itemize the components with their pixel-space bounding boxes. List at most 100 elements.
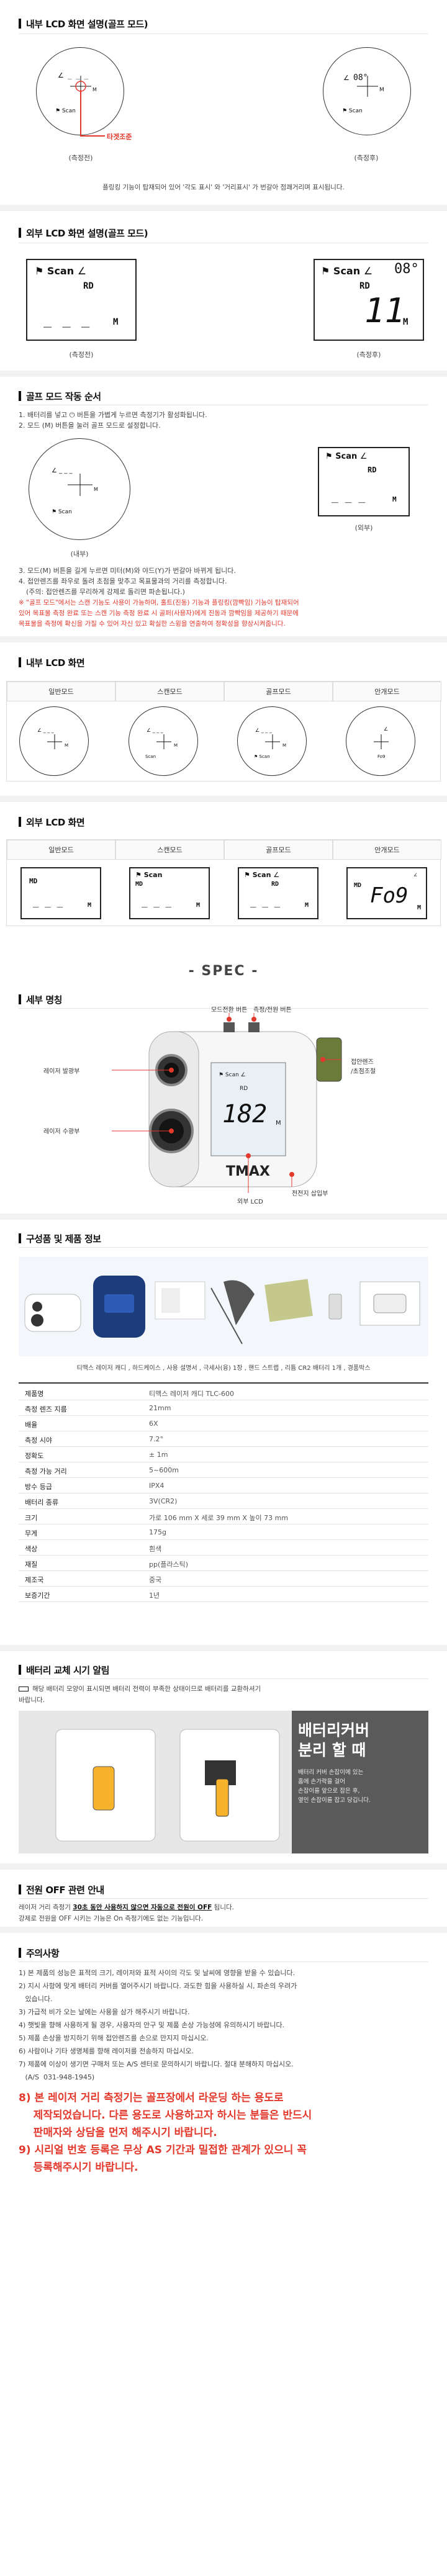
- scope-view-after: ∠ 08° M ⚑ Scan: [323, 47, 411, 135]
- spec-row: 제조국 중국: [19, 1571, 428, 1587]
- poweroff-line-1-bold: 30초 동안 사용하지 않으면 자동으로 전원이 OFF: [73, 1904, 212, 1911]
- mode-header-fog: 안개모드: [333, 840, 441, 860]
- mode-header-scan: 스캔모드: [115, 840, 224, 860]
- svg-text:∠: ∠: [58, 71, 64, 79]
- unit-m: M: [113, 317, 119, 327]
- outer-mode-table: 일반모드 스캔모드 골프모드 안개모드 MD _ _ _ M ⚑ Scan MD…: [6, 839, 441, 926]
- section-title: 외부 LCD 화면 설명(골프 모드): [19, 227, 148, 240]
- scan-indicator: Scan: [252, 871, 271, 879]
- package-items-text: 티맥스 레이저 캐디 , 하드케이스 , 사용 설명서 , 극세사(융) 1장 …: [76, 1365, 371, 1372]
- section-title: 배터리 교체 시기 알림: [19, 1664, 109, 1677]
- spec-value: 5~600m: [149, 1466, 179, 1474]
- section-inner-lcd-modes: 내부 LCD 화면 일반모드 스캔모드 골프모드 안개모드 ∠ _ _ _M ∠…: [0, 642, 447, 791]
- svg-text:M: M: [379, 87, 384, 93]
- degree-sign: °: [410, 261, 419, 277]
- step-2: 2. 모드 (M) 버튼을 눌러 골프 모드로 설정합니다.: [19, 421, 161, 430]
- caution-red-item: 9) 시리얼 번호 등록은 무상 AS 기간과 밀접한 관계가 있으니 꼭: [19, 2144, 307, 2156]
- svg-text:M: M: [93, 87, 97, 92]
- rd-indicator: RD: [368, 466, 377, 474]
- spec-key: 측정 가능 거리: [25, 1467, 67, 1475]
- section-title: 골프 모드 작동 순서: [19, 390, 101, 403]
- spec-row: 정확도± 1m: [19, 1447, 428, 1462]
- poweroff-line-1-post: 됩니다.: [212, 1904, 234, 1911]
- spec-value: 21mm: [149, 1404, 171, 1412]
- spec-key: 보증기간: [25, 1592, 50, 1600]
- caution-item: 7) 제품에 이상이 생기면 구매처 또는 A/S 센터로 문의하시기 바랍니다…: [19, 2060, 294, 2068]
- svg-text:∠: ∠: [384, 726, 388, 732]
- section-golf-mode-steps: 골프 모드 작동 순서 1. 배터리를 넣고 ⏻ 버튼을 가볍게 누르면 측정기…: [0, 379, 447, 634]
- caption-outer: (외부): [354, 524, 373, 532]
- section-outer-lcd-modes: 외부 LCD 화면 일반모드 스캔모드 골프모드 안개모드 MD _ _ _ M…: [0, 802, 447, 963]
- fog-indicator: Fo9: [370, 883, 409, 908]
- step-4-note: (주의: 접안렌즈를 무리하게 강제로 돌리면 파손됩니다.): [26, 588, 185, 596]
- unit-m: M: [88, 902, 92, 909]
- caption-after: (측정후): [356, 351, 381, 359]
- outer-lcd-golf: ⚑ Scan ∠ RD _ _ _ M: [238, 867, 318, 919]
- caution-item: 3) 가급적 비가 오는 날에는 사용을 삼가 해주시기 바랍니다.: [19, 2008, 190, 2016]
- outer-lcd-scan: ⚑ Scan MD _ _ _ M: [129, 867, 210, 919]
- banner-body-1: 배터리 커버 손잡이에 있는: [298, 1769, 364, 1776]
- label-mode-button: 모드전환 버튼: [211, 1007, 248, 1014]
- angle-readout: 08°: [394, 261, 419, 277]
- caution-item: 있습니다.: [19, 1995, 53, 2003]
- spec-key: 제조국: [25, 1576, 44, 1584]
- banner-body-4: 옆인 손잡이를 잡고 당깁니다.: [298, 1797, 371, 1804]
- golf-outer-lcd: ⚑ Scan ∠ RD _ _ _ M: [318, 447, 410, 516]
- section-title-text: 골프 모드 작동 순서: [26, 391, 101, 402]
- md-indicator: MD: [29, 877, 38, 885]
- svg-text:⚑ Scan: ⚑ Scan: [342, 108, 363, 114]
- battery-banner-body: 배터리 커버 손잡이에 있는 홈에 손가락을 걸어 손잡이를 앞으로 잡은 후,…: [298, 1768, 422, 1805]
- inner-view-fog: ∠Fo9: [346, 706, 415, 776]
- distance-dashes: _ _ _: [43, 312, 91, 328]
- mode-header-golf: 골프모드: [224, 840, 333, 860]
- step-4: 4. 접안렌즈를 좌우로 돌려 초점을 맞추고 목표물과의 거리를 측정합니다.: [19, 577, 227, 585]
- svg-text:⚑ Scan: ⚑ Scan: [52, 509, 72, 515]
- mode-header-fog: 안개모드: [333, 682, 441, 701]
- golf-inner-view: ∠ _ _ _ M ⚑ Scan: [29, 438, 130, 540]
- caption-after: (측정후): [354, 154, 379, 162]
- section-title-text: 주의사항: [26, 1948, 60, 1959]
- svg-text:M: M: [94, 487, 98, 492]
- svg-text:⚑ Scan: ⚑ Scan: [254, 754, 270, 759]
- outer-lcd-after: ⚑ Scan ∠ 08° RD 11 M: [314, 259, 424, 341]
- svg-text:_ _ _: _ _ _: [68, 71, 88, 79]
- section-title: 내부 LCD 화면: [19, 656, 85, 669]
- spec-value: 중국: [149, 1576, 162, 1584]
- battery-low-icon: [19, 1687, 29, 1691]
- spec-value: 1년: [149, 1592, 160, 1600]
- inner-view-normal: ∠ _ _ _M: [19, 706, 89, 776]
- spec-value: 흰색: [149, 1545, 162, 1553]
- svg-text:⚑ Scan: ⚑ Scan: [55, 108, 76, 114]
- package-photo: [19, 1257, 428, 1356]
- svg-text:∠ _ _ _: ∠ _ _ _: [52, 467, 73, 474]
- caution-red-item: 등록해주시기 바랍니다.: [19, 2161, 138, 2174]
- rd-indicator: RD: [359, 281, 370, 291]
- caution-red-item: 판매자와 상담을 먼저 해주시기 바랍니다.: [19, 2127, 217, 2139]
- battery-desc-1: 해당 배터리 모양이 표시되면 배터리 전력이 부족한 상태이므로 배터리를 교…: [32, 1685, 261, 1693]
- scan-flag-icon: ⚑: [325, 452, 333, 461]
- caution-item: 6) 사람이나 기타 생명체를 향해 레이저를 전송하지 마십시오.: [19, 2047, 194, 2055]
- unit-m: M: [305, 902, 309, 909]
- spec-value: IPX4: [149, 1482, 165, 1490]
- spec-key: 배율: [25, 1421, 38, 1429]
- caption-before: (측정전): [69, 351, 94, 359]
- md-indicator: MD: [135, 881, 143, 888]
- scan-flag-icon: ⚑: [321, 265, 330, 277]
- poweroff-line-1-pre: 레이저 거리 측정기: [19, 1904, 73, 1911]
- spec-key: 제품명: [25, 1390, 44, 1398]
- svg-text:M: M: [276, 1120, 281, 1127]
- scan-indicator: Scan: [47, 265, 74, 277]
- section-title-text: 세부 명칭: [26, 994, 62, 1006]
- caption-before: (측정전): [68, 154, 93, 162]
- section-title-text: 내부 LCD 화면: [26, 657, 85, 669]
- banner-title-line-1: 배터리커버: [298, 1721, 370, 1739]
- label-power-button: 측정/전원 버튼: [253, 1007, 292, 1014]
